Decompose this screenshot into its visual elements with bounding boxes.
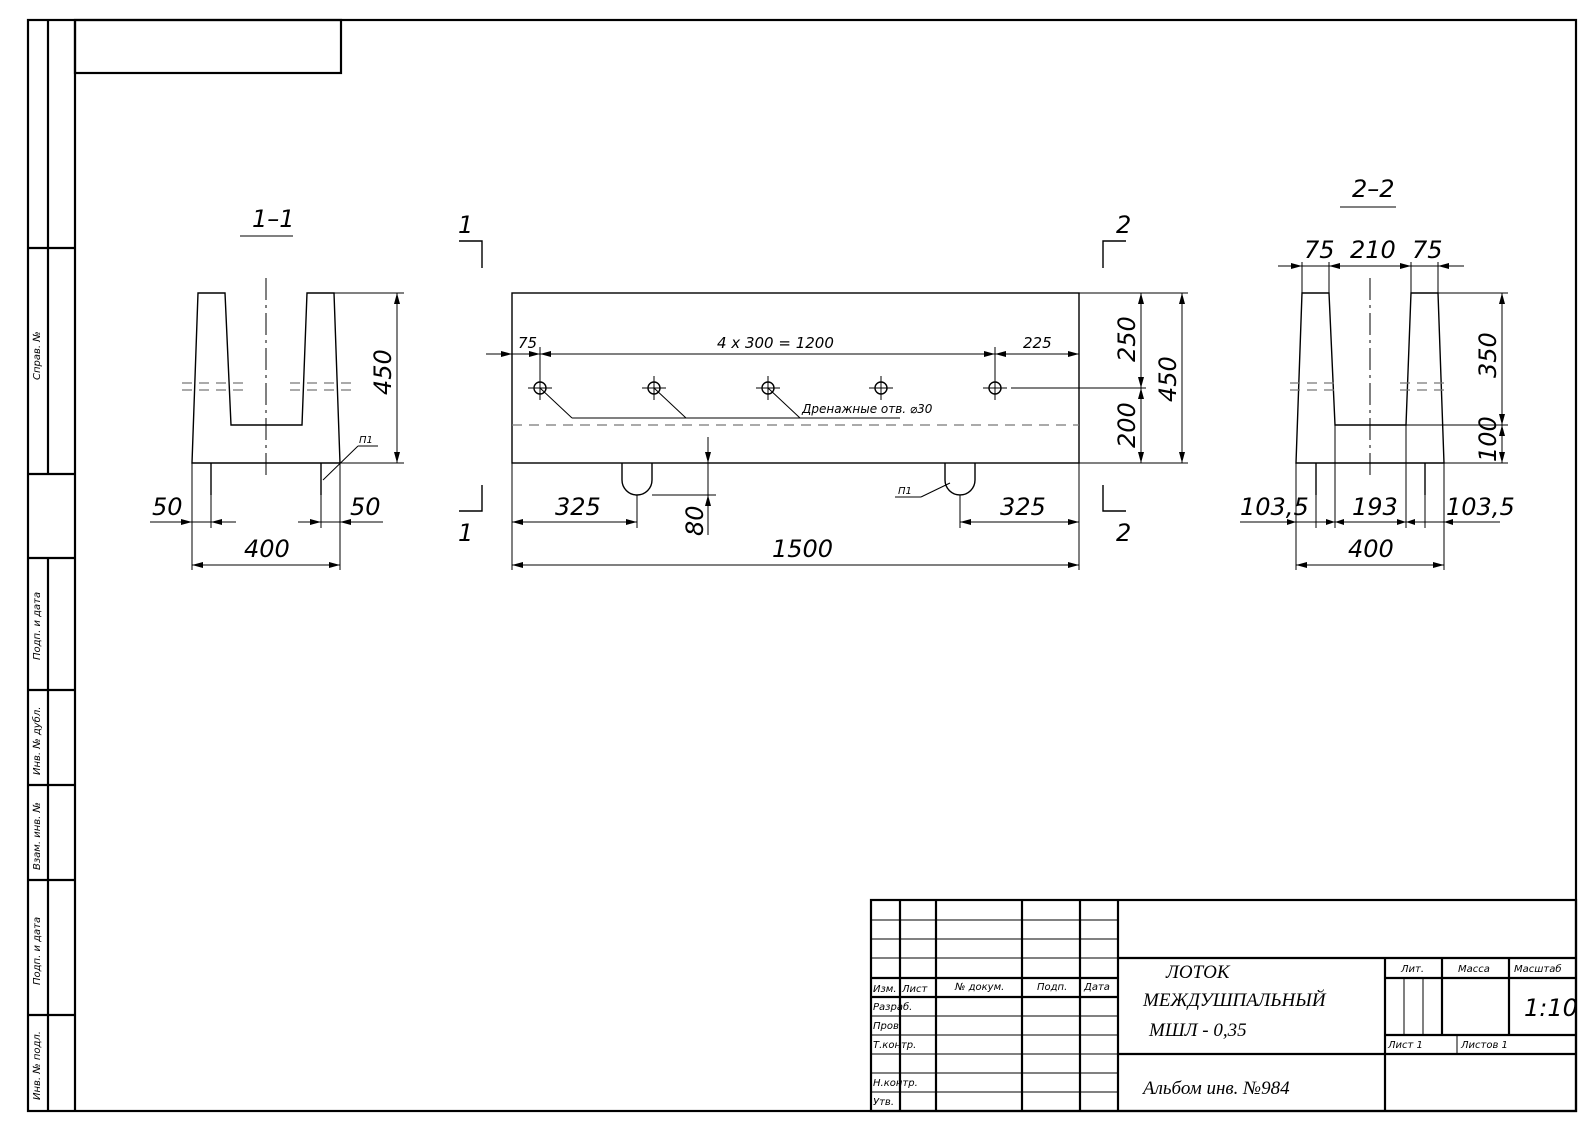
side-label-inv-podl: Инв. № подл. xyxy=(32,1031,43,1100)
main-dim-total-height: 450 xyxy=(1154,356,1182,402)
lifting-loop-right xyxy=(944,463,976,496)
section-2-2-dim-bottom-right: 103,5 xyxy=(1446,493,1515,521)
main-view-leader-label: П1 xyxy=(898,486,912,497)
lifting-loop-left xyxy=(621,463,653,496)
drain-holes-note: Дренажные отв. ⌀30 xyxy=(801,402,933,416)
tb-header-list: Лист xyxy=(901,984,929,995)
section-2-2-dim-width: 400 xyxy=(1348,535,1394,563)
tb-name-line-3: МШЛ - 0,35 xyxy=(1148,1020,1247,1041)
main-view: 1 1 2 2 Дренажные отв. ⌀30 xyxy=(458,211,1188,570)
tb-role-nkontr: Н.контр. xyxy=(873,1078,918,1089)
section-2-2-title: 2–2 xyxy=(1352,175,1395,203)
section-1-1-profile xyxy=(191,292,341,464)
tb-role-tkontr: Т.контр. xyxy=(873,1040,916,1051)
main-dim-right-offset: 225 xyxy=(1023,334,1052,352)
cut-mark-1-bottom: 1 xyxy=(458,519,473,547)
drainage-holes xyxy=(528,376,1007,400)
section-1-1-dim-height: 450 xyxy=(369,349,397,395)
tb-scale-label: Масштаб xyxy=(1514,963,1562,975)
title-block: Изм. Лист № докум. Подп. Дата Разраб. Пр… xyxy=(869,898,1578,1113)
main-dim-loop-depth: 80 xyxy=(681,505,709,536)
section-1-1: 1–1 П1 450 50 50 xyxy=(150,205,404,570)
tb-header-date: Дата xyxy=(1083,982,1110,993)
section-1-1-dim-width: 400 xyxy=(244,535,290,563)
side-label-vzam-inv: Взам. инв. № xyxy=(32,802,43,870)
section-1-1-leader-label: П1 xyxy=(359,435,373,446)
tb-name-line-2: МЕЖДУШПАЛЬНЫЙ xyxy=(1142,988,1327,1011)
side-stamp-labels: Справ. № Подп. и дата Инв. № дубл. Взам.… xyxy=(31,331,43,1100)
tb-role-prov: Пров. xyxy=(873,1021,902,1032)
side-label-podp-1: Подп. и дата xyxy=(32,592,43,660)
main-dim-lower-height: 200 xyxy=(1113,402,1141,448)
section-2-2-dim-top-left: 75 xyxy=(1304,236,1335,264)
tb-header-doc: № докум. xyxy=(954,982,1004,993)
section-2-2-dim-bottom-mid: 193 xyxy=(1352,493,1398,521)
side-label-spravka: Справ. № xyxy=(32,331,43,380)
main-dim-length: 1500 xyxy=(772,535,833,563)
section-1-1-title: 1–1 xyxy=(252,205,295,233)
section-2-2-dim-top-right: 75 xyxy=(1412,236,1443,264)
section-2-2-dim-height-lower: 100 xyxy=(1474,416,1502,462)
side-label-podp-2: Подп. и дата xyxy=(32,917,43,985)
main-dim-hole-spacing: 4 x 300 = 1200 xyxy=(717,334,834,352)
tb-album: Альбом инв. №984 xyxy=(1141,1078,1290,1099)
main-dim-right-edge: 325 xyxy=(1000,493,1046,521)
tb-sheets-label: Листов 1 xyxy=(1460,1040,1508,1051)
section-2-2-dim-top-mid: 210 xyxy=(1350,236,1396,264)
section-2-2-dim-bottom-left: 103,5 xyxy=(1240,493,1309,521)
main-dim-left-edge: 325 xyxy=(555,493,601,521)
main-dim-left-offset: 75 xyxy=(518,334,537,352)
section-1-1-dim-right: 50 xyxy=(350,493,381,521)
tb-scale-value: 1:10 xyxy=(1524,994,1578,1022)
tb-lit-label: Лит. xyxy=(1400,964,1424,975)
tb-header-sign: Подп. xyxy=(1037,982,1067,993)
tb-role-razrab: Разраб. xyxy=(873,1001,912,1013)
drawing-frame xyxy=(26,18,1578,1113)
tb-name-line-1: ЛОТОК xyxy=(1165,962,1231,983)
cut-mark-2-top: 2 xyxy=(1116,211,1131,239)
tray-side-view xyxy=(511,292,1080,464)
section-1-1-dim-left: 50 xyxy=(152,493,183,521)
tb-role-utv: Утв. xyxy=(873,1097,894,1108)
cut-mark-1-top: 1 xyxy=(458,211,473,239)
tb-sheet-label: Лист 1 xyxy=(1387,1040,1423,1051)
section-2-2: 2–2 75 210 75 350 100 xyxy=(1240,175,1515,570)
tb-mass-label: Масса xyxy=(1458,964,1490,975)
tb-header-izm: Изм. xyxy=(873,984,897,995)
side-label-inv-dubl: Инв. № дубл. xyxy=(31,707,43,775)
cut-mark-2-bottom: 2 xyxy=(1116,519,1131,547)
main-dim-upper-height: 250 xyxy=(1113,316,1141,362)
section-2-2-dim-height-upper: 350 xyxy=(1474,332,1502,378)
